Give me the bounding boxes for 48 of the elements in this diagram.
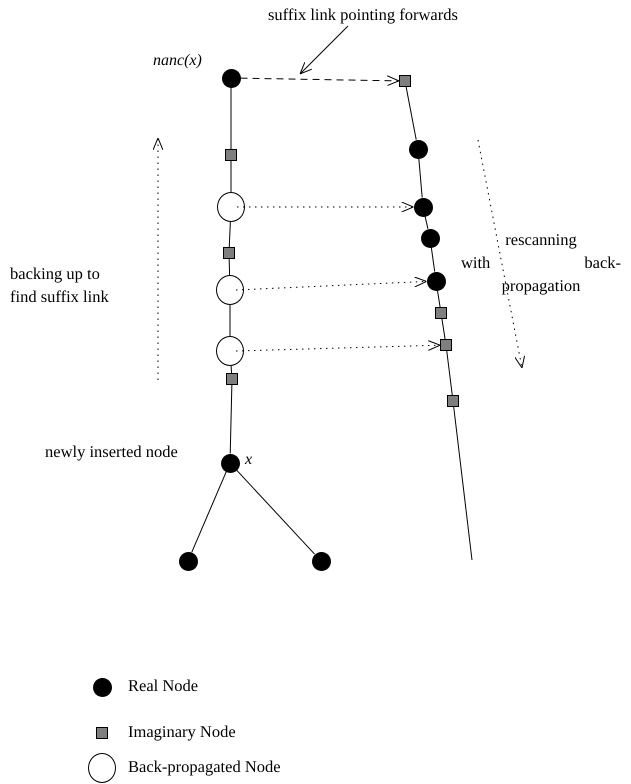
tree-edge (406, 86, 417, 140)
real-node-dot (178, 552, 198, 570)
real-node-dot (426, 272, 446, 290)
back-propagated-node-circle (217, 192, 245, 222)
tree-edge (453, 406, 472, 560)
tree-edge (446, 350, 453, 396)
tree-edge (230, 384, 232, 454)
imaginary-node-square (435, 307, 447, 319)
real-node-dot (408, 140, 428, 158)
annotation-text: backing up to find suffix link (10, 263, 110, 308)
real-node-dot (420, 228, 440, 248)
imaginary-node-square (223, 247, 235, 259)
suffix-link-arrow (240, 75, 400, 86)
legend-label: Imaginary Node (128, 723, 236, 741)
node-caption: x (245, 451, 252, 469)
tree-edge (424, 216, 428, 230)
tree-edge (441, 318, 446, 340)
legend-label: Real Node (128, 677, 198, 695)
tree-edge (230, 87, 232, 150)
back-propagated-node-circle (216, 336, 244, 366)
real-node-dot (220, 454, 240, 472)
node-caption: nanc(x) (153, 52, 202, 70)
suffix-link-arrow (236, 276, 427, 290)
tree-edge (191, 471, 227, 553)
suffix-link-arrow (236, 340, 440, 352)
tree-edge (236, 469, 316, 555)
tree-edge (430, 246, 436, 272)
real-node-dot (222, 68, 240, 88)
tree-edge (436, 290, 441, 308)
suffix-link-arrow (236, 202, 414, 212)
tree-edge (230, 365, 232, 374)
tree-edge (228, 258, 230, 276)
back-propagated-node-circle (216, 275, 244, 305)
tree-edge (228, 221, 231, 248)
node-caption: newly inserted node (45, 443, 178, 461)
callout-text: suffix link pointing forwards (268, 6, 458, 24)
imaginary-node-square (447, 395, 459, 407)
real-node-dot (312, 552, 330, 570)
tree-edge (418, 158, 423, 198)
legend-label: Back-propagated Node (128, 758, 281, 776)
real-node-dot (414, 198, 432, 216)
imaginary-node-square (440, 339, 452, 351)
annotation-text: rescanning with back-propagation (460, 229, 622, 297)
imaginary-node-square (399, 75, 411, 87)
imaginary-node-square (226, 373, 238, 385)
imaginary-node-square (225, 149, 237, 161)
leader-line (300, 26, 348, 74)
tree-edge (230, 160, 232, 192)
